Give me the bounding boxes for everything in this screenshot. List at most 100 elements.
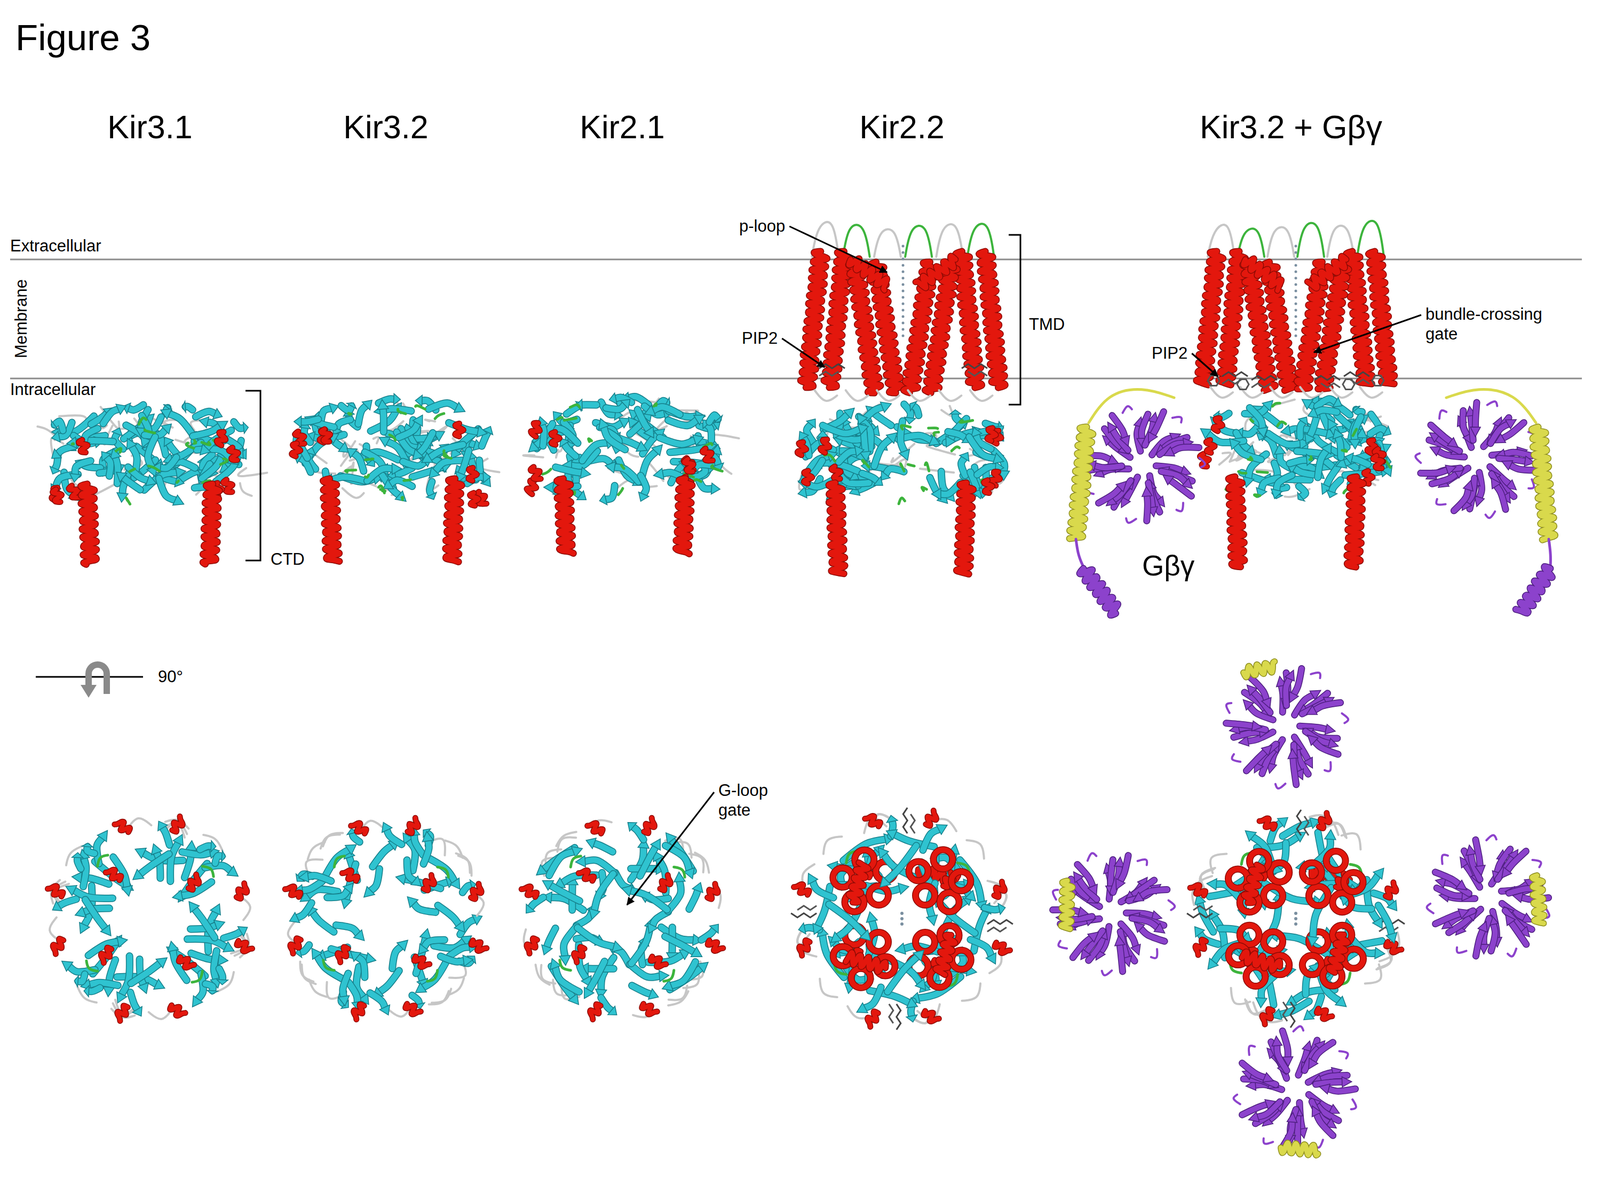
kir31-ctd-side [52,489,62,502]
kir32-ctd-top [379,970,400,992]
pip2-molecule [819,371,839,376]
kir32-ctd-side-complex [1254,494,1260,497]
kir32-ctd-side [413,415,423,427]
kir31-ctd-side [199,416,209,428]
kir32-ctd-top [370,868,380,891]
kir31-ctd-side [69,473,82,482]
kir32-ctd-top [363,886,375,898]
kir21-ctd-side [580,466,591,479]
kir31-ctd-side [75,460,91,474]
kir32-ctd-top [382,822,393,833]
kir32-ctd-side [378,485,385,493]
kir22-ctd-side [898,497,905,504]
kir32-ctd-top [414,956,430,968]
kir21-ctd-side [653,406,680,415]
kir31-ctd-side [202,484,220,565]
kir32-ctd-side-complex [1321,442,1332,455]
kir32-ctd-top [334,856,345,867]
kir32-ctd-side [341,405,352,411]
kir31-ctd-side [202,484,220,565]
kir32-ctd-side [425,419,436,422]
gbg-propeller [1172,447,1199,452]
kir22-tmd-side [901,276,905,280]
kir22-tmd-side [901,328,905,331]
gbg-propeller [1176,502,1184,512]
kir22-tmd-side [901,321,905,325]
kir32-ctd-side [383,408,384,432]
kir32-tmd-side [1368,251,1395,384]
kir32-ctd-side [476,425,488,438]
kir32-ctd-top [424,939,445,948]
kir32-ctd-top [449,877,461,890]
gbg-propeller [1504,452,1532,456]
kir21-ctd-side [551,431,560,445]
kir21-ctd-side [614,466,639,482]
gbg-propeller [1496,486,1506,510]
kir32-ctd-side [445,478,462,562]
gbg-propeller [1447,437,1459,448]
kir32-ctd-side [362,400,372,410]
kir31-ctd-side [181,401,186,413]
kir31-ctd-top [88,987,100,992]
kir32-ctd-top [322,832,343,846]
kir21-ctd-side [684,458,694,472]
kir32-ctd-side [455,423,464,437]
kir32-ctd-top [386,829,402,845]
kir31-ctd-side [164,437,174,447]
kir32-ctd-side-complex [1316,409,1337,413]
kir32-ctd-side-complex [1342,449,1347,452]
kir21-ctd-side [640,475,646,495]
kir32-ctd-top [353,1003,365,1020]
kir31-ctd-top [167,940,179,952]
kir31-ctd-top [75,906,86,918]
kir32-ctd-side-complex [1351,406,1361,414]
ggamma-helix [1548,539,1551,567]
gbg-propeller [1122,406,1132,414]
kir32-ctd-top [298,870,310,883]
kir32-ctd-top [414,956,430,968]
kir21-ctd-side [530,466,541,480]
kir32-ctd-top [449,946,470,956]
kir32-ctd-top [379,970,400,992]
kir32-ctd-side-complex [1316,409,1337,413]
gbg-propeller [1142,486,1153,497]
kir32-tmd-side [1294,283,1298,287]
kir32-ctd-top [289,912,300,923]
gbg-propeller [1172,416,1183,423]
kir21-ctd-side [618,488,623,495]
kir32-ctd-top [410,875,422,886]
gbg-propeller [1098,487,1120,503]
kir32-ctd-top [429,991,449,1005]
kir21-ctd-side [604,427,626,450]
kir32-ctd-top [423,840,430,864]
kir32-ctd-side-complex [1228,476,1245,567]
kir31-ctd-side [144,429,155,433]
kir22-ctd-side [797,441,806,455]
kir32-ctd-side-complex [1271,488,1282,499]
kir31-ctd-top [90,982,118,986]
kir32-ctd-top [414,835,423,855]
kir22-ctd-side [904,404,911,418]
kir22-tmd-side [915,255,956,288]
pip2-molecule [1251,375,1278,380]
kir32-ctd-side-complex [1256,471,1268,473]
kir31-ctd-side [160,457,177,469]
gbg-propeller [1415,453,1421,463]
kir32-ctd-side [346,402,357,409]
kir32-tmd-side [1294,328,1298,331]
kir32-ctd-side-complex [1304,433,1316,444]
kir32-ctd-side [336,419,351,429]
kir21-ctd-top [631,985,651,994]
kir31-ctd-side [123,477,140,490]
kir32-ctd-side-complex [1352,458,1369,465]
kir21-ctd-side [711,482,721,495]
kir21-ctd-side [531,422,541,437]
kir32-ctd-top [405,1003,422,1015]
kir32-ctd-side-complex [1306,454,1315,466]
kir32-tmd-side [1196,220,1395,398]
kir22-tmd-side [845,390,869,401]
kir31-ctd-side [201,442,211,446]
kir22-ctd-side [913,406,920,416]
kir32-ctd-side-complex [1373,455,1383,469]
kir32-ctd-side [398,423,418,438]
